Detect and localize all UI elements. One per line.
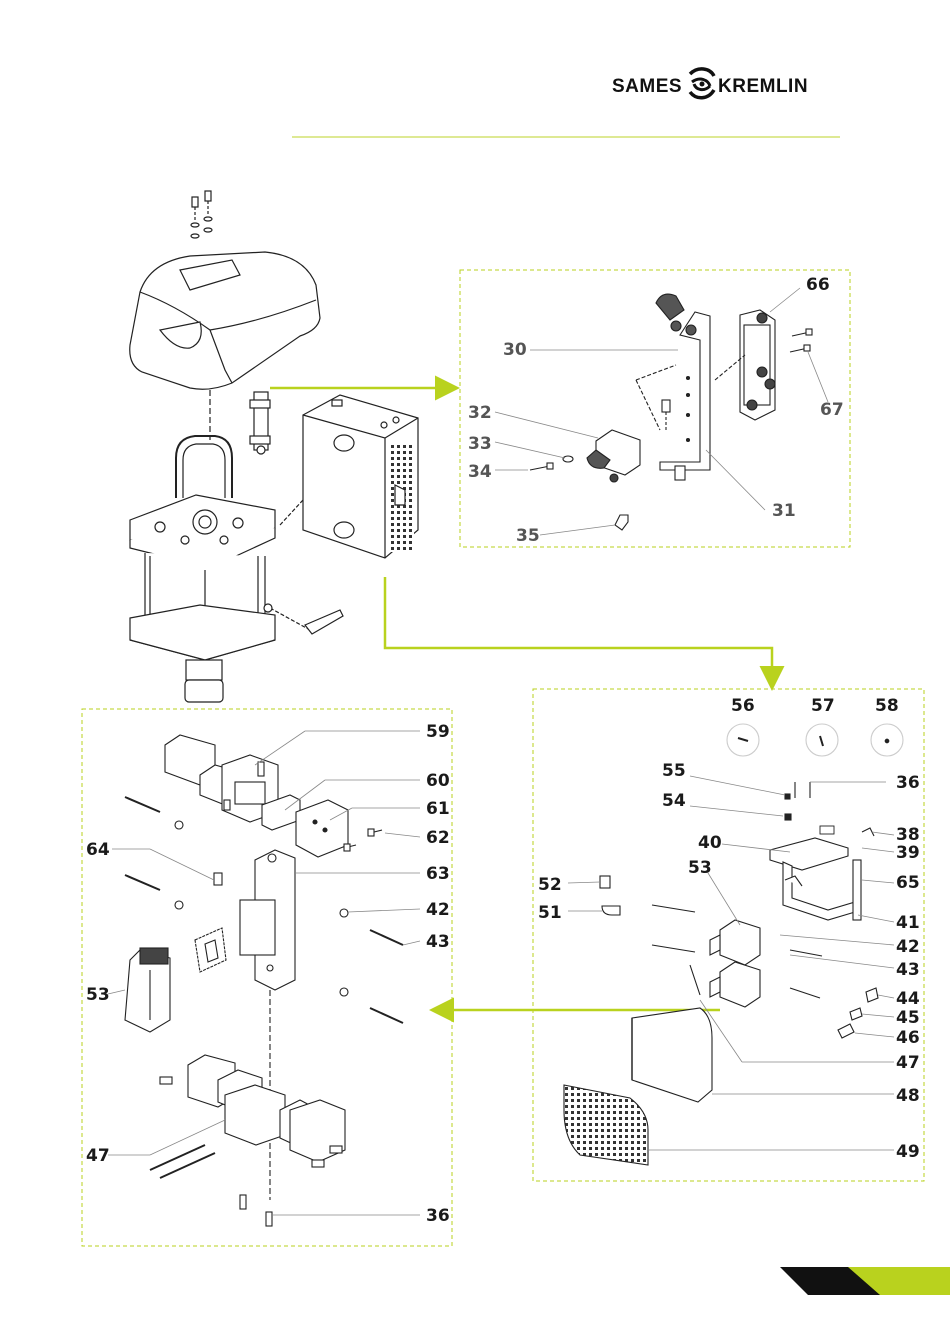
callout-46: 46 [896, 1028, 920, 1048]
callout-47-left: 47 [86, 1146, 110, 1166]
callout-49: 49 [896, 1142, 920, 1162]
callout-65: 65 [896, 873, 920, 893]
callout-64: 64 [86, 840, 110, 860]
callout-32: 32 [468, 403, 492, 423]
callout-51: 51 [538, 903, 562, 923]
ground-clamp [264, 604, 343, 634]
callout-62: 62 [426, 828, 450, 848]
assembly-leader-lines [568, 776, 894, 1150]
brand-name-right: KREMLIN [718, 76, 808, 97]
callout-38: 38 [896, 825, 920, 845]
bracket-callouts: 66 30 67 32 33 34 31 35 [468, 275, 844, 546]
callout-42-left: 42 [426, 900, 450, 920]
callout-53-left: 53 [86, 985, 110, 1005]
mounting-clip [250, 392, 270, 454]
callout-47-right: 47 [896, 1053, 920, 1073]
callout-67: 67 [820, 400, 844, 420]
brand-swirl-icon [690, 69, 714, 98]
page-corner-decoration [780, 1267, 950, 1295]
callout-52: 52 [538, 875, 562, 895]
callout-40: 40 [698, 833, 722, 853]
callout-30: 30 [503, 340, 527, 360]
brand-name-left: SAMES [612, 76, 682, 97]
control-box [280, 395, 418, 558]
brand-logo: SAMES KREMLIN [612, 69, 808, 98]
callout-56: 56 [731, 696, 755, 716]
callout-54: 54 [662, 791, 686, 811]
callout-43-left: 43 [426, 932, 450, 952]
callout-57: 57 [811, 696, 835, 716]
callout-35: 35 [516, 526, 540, 546]
callout-42-right: 42 [896, 937, 920, 957]
bracket-detail-drawing [530, 294, 812, 530]
top-cover [130, 252, 320, 389]
callout-33: 33 [468, 434, 492, 454]
callout-53-right: 53 [688, 858, 712, 878]
callout-41: 41 [896, 913, 920, 933]
callout-59: 59 [426, 722, 450, 742]
assembly-detail-drawing [564, 724, 903, 1165]
bolts-67 [790, 329, 812, 352]
arrow-to-assembly-detail [385, 577, 772, 686]
callout-61: 61 [426, 799, 450, 819]
callout-36-right: 36 [896, 773, 920, 793]
callout-34: 34 [468, 462, 492, 482]
callout-31: 31 [772, 501, 796, 521]
callout-48: 48 [896, 1086, 920, 1106]
callout-63: 63 [426, 864, 450, 884]
callout-60: 60 [426, 771, 450, 791]
callout-45: 45 [896, 1008, 920, 1028]
cover-screws [191, 191, 212, 238]
callout-66: 66 [806, 275, 830, 295]
callout-36-left: 36 [426, 1206, 450, 1226]
valve-block-detail-drawing [125, 735, 403, 1226]
pump-head [130, 436, 275, 568]
callout-43-right: 43 [896, 960, 920, 980]
main-pump-assembly [130, 191, 418, 702]
callout-55: 55 [662, 761, 686, 781]
cylinder-base [130, 605, 275, 702]
callout-58: 58 [875, 696, 899, 716]
callout-44: 44 [896, 989, 920, 1009]
callout-39: 39 [896, 843, 920, 863]
